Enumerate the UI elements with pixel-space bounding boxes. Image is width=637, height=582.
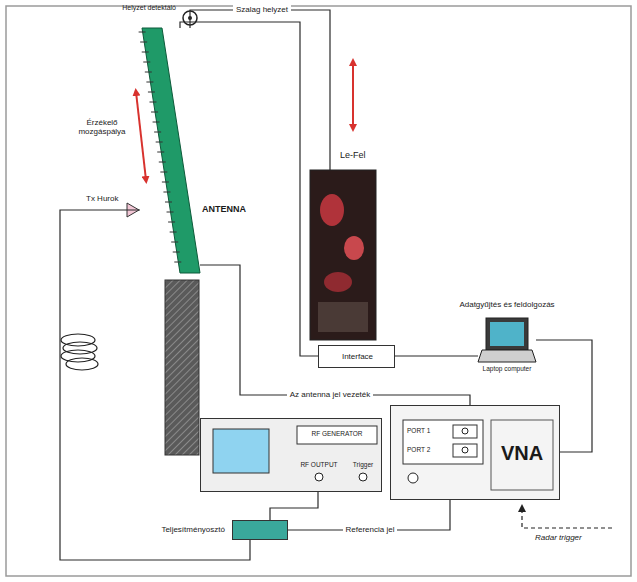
antenna-element [157,152,164,153]
signal-generator: RF GENERATOR RF OUTPUTTrigger [200,418,382,492]
power-splitter: Teljesítményosztó [232,520,288,540]
photo-detail [320,194,344,226]
annotation-label: Tx Hurok [86,194,118,203]
laptop-base [478,350,536,362]
port-panel [403,420,483,464]
node-text: Teljesítményosztó [161,525,225,534]
antenna-bar [142,28,200,273]
node-text: PORT 2 [407,446,430,453]
antenna-element [140,42,147,43]
node-text: ANTENNA [202,204,246,214]
cable-coil [61,334,98,370]
port-box [453,444,477,457]
antenna-element [159,162,166,163]
node-text: Trigger [343,461,383,468]
node-text: Adatgyűjtés és feldolgozás [434,300,580,309]
connector [395,355,478,356]
antenna-element [148,92,155,93]
node-text: Laptop computer [466,365,548,372]
vna-panel [491,420,553,490]
port-connector [359,473,367,481]
photo-detail [324,272,352,292]
node-text: RF OUTPUT [295,461,343,468]
laptop-shape [478,318,536,366]
antenna-element [165,202,172,203]
port-connector [315,473,323,481]
port-connector [462,428,468,434]
antenna-element [173,252,180,253]
annotation-label: Érzékelő mozgáspálya [72,118,132,136]
antenna-element [151,112,158,113]
annotation-label: Helyzet detektáló [118,4,176,12]
lift-photo-shape [310,170,376,340]
connector [190,10,330,170]
antenna-shape [140,28,200,273]
connector-label: Az antenna jel vezeték [287,390,374,399]
antenna-element [163,192,170,193]
antenna-element [160,172,167,173]
antenna-element [167,212,174,213]
antenna-element [170,232,177,233]
antenna-element [168,222,175,223]
motion-arrow [136,92,146,180]
radar-trigger-line [522,508,612,528]
lift-photo: Le-Fel [310,170,376,340]
port-box [453,425,477,438]
photo-detail [318,302,368,332]
annotation-label: Radar trigger [535,533,582,542]
connector [60,210,250,560]
antenna-element [174,262,181,263]
laptop-screen [486,318,528,350]
generator-display [213,429,269,473]
antenna-stand [165,280,199,455]
connector-label: Referencia jel [343,525,398,534]
antenna-element [149,102,156,103]
antenna-element [145,72,152,73]
photo-detail [344,236,364,260]
node-text: Le-Fel [340,150,366,160]
antenna-element [143,62,150,63]
frame [6,6,631,576]
antenna-element [153,122,160,123]
connector-label: Szalag helyzet [233,5,291,14]
antenna-element [142,52,149,53]
node-text: RF GENERATOR [297,430,377,437]
antenna-element [162,182,169,183]
generator-panel [297,426,377,444]
laptop-display [490,322,524,346]
antenna-element [156,142,163,143]
port-connector [462,447,468,453]
node-text: VNA [491,442,553,465]
port-connector [408,473,418,483]
antenna-element [139,32,146,33]
node-text: PORT 1 [407,427,430,434]
vna: VNA PORT 1 PORT 2 [390,405,560,500]
connector [180,22,318,356]
motion-arrow [352,62,354,128]
antenna-element [154,132,161,133]
antenna: ANTENNA [140,28,200,273]
antenna-element [146,82,153,83]
node-text: Interface [319,352,396,361]
interface-box: Interface [318,345,395,368]
photo [310,170,376,340]
antenna-element [171,242,178,243]
connector [270,492,318,520]
laptop: Adatgyűjtés és feldolgozásLaptop compute… [478,318,536,366]
